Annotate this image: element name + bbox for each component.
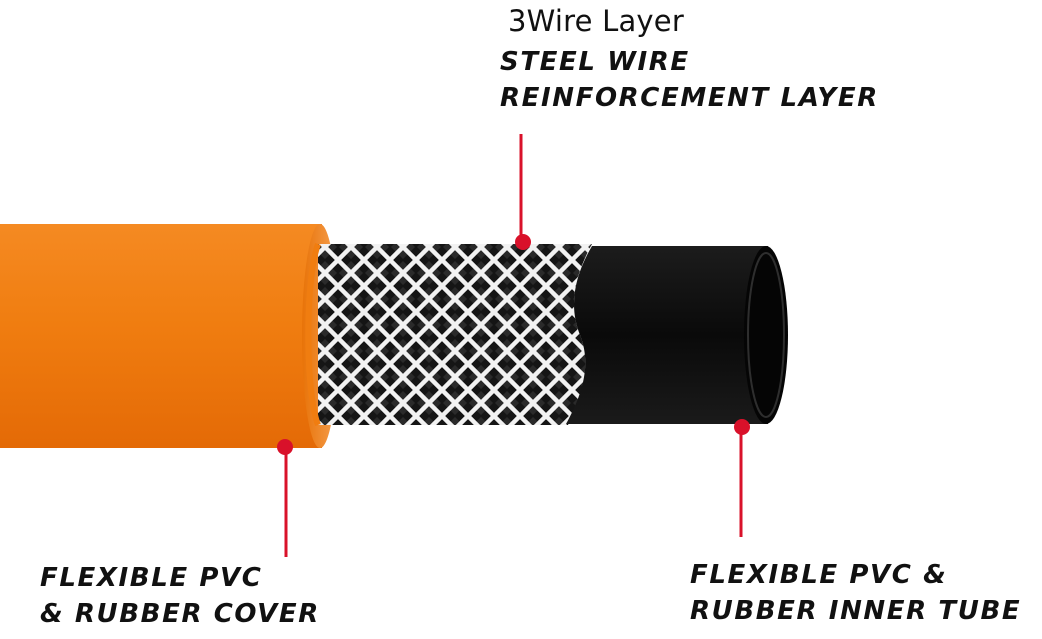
outer-cover-label-line2: & RUBBER COVER [40,599,320,629]
outer-cover-body [0,224,322,448]
inner-tube [566,246,788,424]
cover-pointer-dot [277,439,293,455]
steel-wire-braid [305,242,592,427]
pointer-lines [277,134,750,557]
outer-cover-label-line1: FLEXIBLE PVC [40,563,263,593]
inner-tube-label-line1: FLEXIBLE PVC & [690,560,948,590]
outer-cover [0,224,338,448]
outer-cover-label: FLEXIBLE PVC & RUBBER COVER [40,560,320,632]
braid-left-edge [305,242,321,427]
wire-layer-title: 3Wire Layer [508,4,684,38]
inner-tube-rim [747,252,785,418]
inner-tube-label-line2: RUBBER INNER TUBE [690,596,1022,626]
braid-mesh [318,244,592,425]
inner-tube-end [744,246,788,424]
steel-wire-label-line2: REINFORCEMENT LAYER [500,83,879,113]
steel-wire-label: STEEL WIRE REINFORCEMENT LAYER [500,44,879,116]
inner-pointer-dot [734,419,750,435]
inner-tube-label: FLEXIBLE PVC & RUBBER INNER TUBE [690,557,1021,629]
steel-wire-label-line1: STEEL WIRE [500,47,690,77]
steel-pointer-dot [515,234,531,250]
inner-tube-body [566,246,768,424]
